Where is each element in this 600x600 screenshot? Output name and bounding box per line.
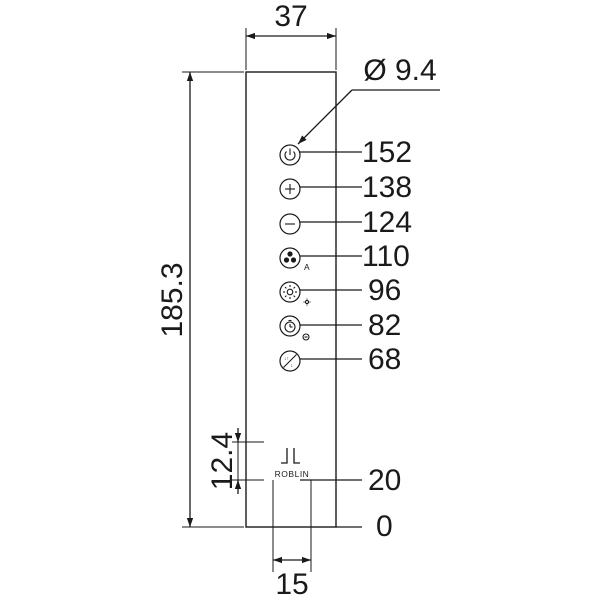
position-label: 20 <box>368 464 401 497</box>
fan-auto-sub-label: A <box>304 262 310 272</box>
position-label: 68 <box>368 343 401 376</box>
filter-button[interactable]: ↓↑ ↕ <box>279 350 301 372</box>
timer-small-icon <box>302 333 310 341</box>
position-label: 110 <box>362 240 410 273</box>
svg-text:↓↑: ↓↑ <box>284 356 289 362</box>
power-button[interactable] <box>279 144 301 166</box>
light-small-icon <box>303 298 311 306</box>
height-value: 185.3 <box>156 262 189 337</box>
brand-name: ROBLIN <box>275 469 310 479</box>
position-label: 0 <box>376 510 393 543</box>
height-dimension: 185.3 <box>156 71 244 528</box>
position-labels: 152 138 124 110 96 82 68 20 0 <box>300 136 412 543</box>
width-dimension: 37 <box>245 0 337 70</box>
timer-button[interactable] <box>279 315 310 341</box>
logo-width-value: 15 <box>275 568 308 600</box>
logo-height-dimension: 12.4 <box>206 428 264 494</box>
plus-icon <box>285 184 295 194</box>
svg-text:↕: ↕ <box>291 363 294 369</box>
timer-icon <box>284 319 296 333</box>
diameter-value: Ø 9.4 <box>363 54 436 87</box>
filter-icon: ↓↑ ↕ <box>283 354 297 369</box>
fan-auto-button[interactable]: A <box>279 247 310 272</box>
power-icon <box>284 148 296 161</box>
light-icon <box>283 285 297 299</box>
fan-icon <box>283 251 297 263</box>
minus-button[interactable] <box>279 213 301 235</box>
logo-height-value: 12.4 <box>206 432 239 490</box>
brand-logo: ROBLIN <box>275 448 310 479</box>
logo-width-dimension: 15 <box>272 480 312 600</box>
position-label: 82 <box>368 309 401 342</box>
position-label: 152 <box>362 136 412 169</box>
diameter-callout: Ø 9.4 <box>297 54 440 145</box>
position-label: 96 <box>368 274 401 307</box>
width-value: 37 <box>274 0 307 33</box>
light-button[interactable] <box>279 281 311 306</box>
position-label: 138 <box>362 171 412 204</box>
plus-button[interactable] <box>279 178 301 200</box>
position-label: 124 <box>362 206 412 239</box>
